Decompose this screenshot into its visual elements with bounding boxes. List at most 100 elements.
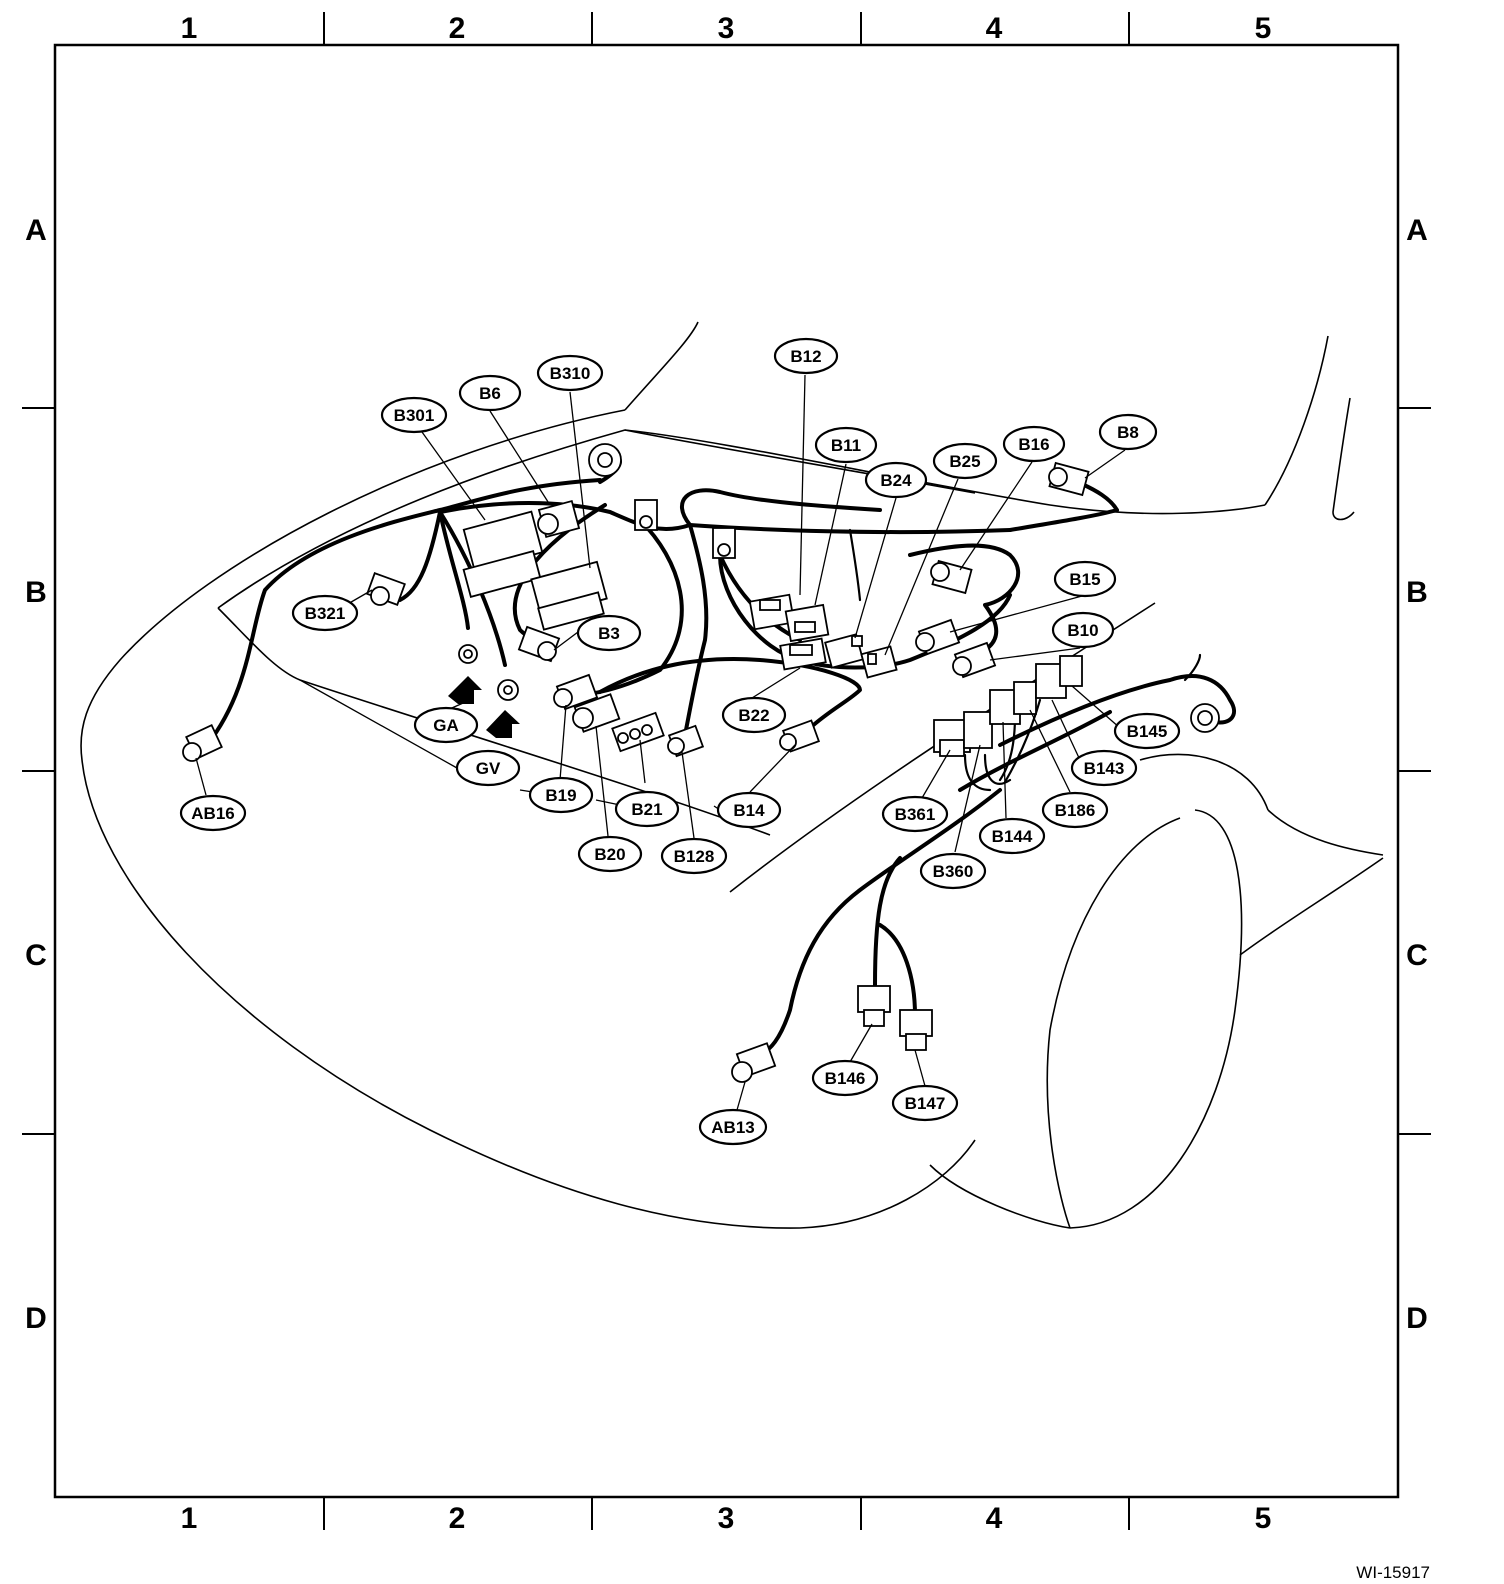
callout-b8: B8 <box>1098 413 1158 451</box>
callout-b22: B22 <box>721 696 787 734</box>
connector-b360 <box>963 711 993 749</box>
callout-label: B8 <box>1117 423 1139 442</box>
callout-b144: B144 <box>978 817 1046 855</box>
callout-label: B310 <box>550 364 591 383</box>
connector-b8 <box>1048 461 1090 497</box>
row-label-left: A <box>25 214 47 247</box>
col-label-bottom: 3 <box>718 1502 735 1535</box>
bulb-socket-center <box>712 527 736 559</box>
callout-b128: B128 <box>660 837 728 875</box>
grid-row-labels: A B C D A B C D <box>25 214 1428 1335</box>
callout-b146: B146 <box>811 1059 879 1097</box>
diagram-frame <box>53 43 1400 1499</box>
callout-label: B360 <box>933 862 974 881</box>
callout-b11: B11 <box>814 426 878 464</box>
callout-b20: B20 <box>577 835 643 873</box>
callout-label: B186 <box>1055 801 1096 820</box>
connector-ab13 <box>731 1042 777 1083</box>
callout-label: B145 <box>1127 722 1168 741</box>
callout-b301: B301 <box>380 396 448 434</box>
callout-b25: B25 <box>932 442 998 480</box>
row-label-left: D <box>25 1302 47 1335</box>
callout-ab13: AB13 <box>698 1108 768 1146</box>
callout-label: B20 <box>594 845 625 864</box>
sensor-right <box>1190 703 1220 733</box>
ground-arrows <box>448 676 520 738</box>
callout-label: B361 <box>895 805 936 824</box>
callout-label: AB13 <box>711 1118 754 1137</box>
connector-b22 <box>779 637 827 671</box>
drawing-id: WI-15917 <box>1356 1563 1430 1582</box>
connector-b10 <box>952 641 997 679</box>
callout-b147: B147 <box>891 1084 959 1122</box>
connector-b25 <box>860 645 898 679</box>
callout-b310: B310 <box>536 354 604 392</box>
callout-b360: B360 <box>919 852 987 890</box>
grid-column-labels: 1 2 3 4 5 1 2 3 4 5 <box>181 12 1272 1535</box>
callout-label: B24 <box>880 471 912 490</box>
callout-b12: B12 <box>773 337 839 375</box>
connector-b128 <box>667 724 705 758</box>
col-label-bottom: 4 <box>986 1502 1003 1535</box>
connector-b6 <box>537 499 581 539</box>
callout-label: GA <box>433 716 459 735</box>
callout-label: B146 <box>825 1069 866 1088</box>
callout-label: B128 <box>674 847 715 866</box>
row-label-left: C <box>25 939 47 972</box>
callout-b6: B6 <box>458 374 522 412</box>
callout-ab16: AB16 <box>179 794 247 832</box>
callout-b24: B24 <box>864 461 928 499</box>
grid-ticks <box>22 12 1431 1530</box>
callout-label: B10 <box>1067 621 1098 640</box>
leader-lines <box>195 374 1126 1111</box>
callout-label: B6 <box>479 384 501 403</box>
callout-label: B14 <box>733 801 765 820</box>
row-label-right: C <box>1406 939 1428 972</box>
connector-b147 <box>899 1009 933 1051</box>
callout-label: B16 <box>1018 435 1049 454</box>
callout-label: B25 <box>949 452 980 471</box>
connector-b186 <box>1013 681 1037 715</box>
connector-b15 <box>915 618 961 656</box>
callout-label: B3 <box>598 624 620 643</box>
callout-b14: B14 <box>716 791 782 829</box>
callout-label: B12 <box>790 347 821 366</box>
row-label-right: B <box>1406 576 1428 609</box>
callout-label: B21 <box>631 800 662 819</box>
col-label-bottom: 5 <box>1255 1502 1272 1535</box>
connector-b146 <box>857 985 891 1027</box>
horn-b310 <box>588 443 622 477</box>
callout-label: B11 <box>831 436 861 455</box>
callout-label: B15 <box>1069 570 1100 589</box>
connector-b21 <box>611 711 665 753</box>
arrow-up-icon <box>486 710 520 738</box>
callout-b21: B21 <box>614 790 680 828</box>
callout-label: B19 <box>545 786 576 805</box>
callout-label: B321 <box>305 604 346 623</box>
callout-b186: B186 <box>1041 791 1109 829</box>
connector-b11 <box>784 603 830 643</box>
row-label-right: A <box>1406 214 1428 247</box>
row-label-left: B <box>25 576 47 609</box>
callout-labels: B301 B6 B310 B12 B11 B24 B25 B16 B8 B15 … <box>179 337 1181 1146</box>
callout-ga: GA <box>413 706 479 744</box>
col-label-top: 3 <box>718 12 735 45</box>
col-label-top: 1 <box>181 12 198 45</box>
connector-b16 <box>930 559 973 595</box>
col-label-top: 5 <box>1255 12 1272 45</box>
ground-terminal-gv <box>497 679 519 701</box>
callout-gv: GV <box>455 749 521 787</box>
callout-b16: B16 <box>1002 425 1066 463</box>
row-label-right: D <box>1406 1302 1428 1335</box>
col-label-top: 4 <box>986 12 1003 45</box>
connector-b145 <box>1059 655 1083 687</box>
relay-b3 <box>530 560 608 631</box>
callout-label: AB16 <box>191 804 234 823</box>
ground-terminal-ga <box>458 644 478 664</box>
callout-b145: B145 <box>1113 712 1181 750</box>
callout-label: B301 <box>394 406 435 425</box>
relay-b301 <box>462 510 544 598</box>
callout-label: B143 <box>1084 759 1125 778</box>
callout-label: B144 <box>992 827 1033 846</box>
